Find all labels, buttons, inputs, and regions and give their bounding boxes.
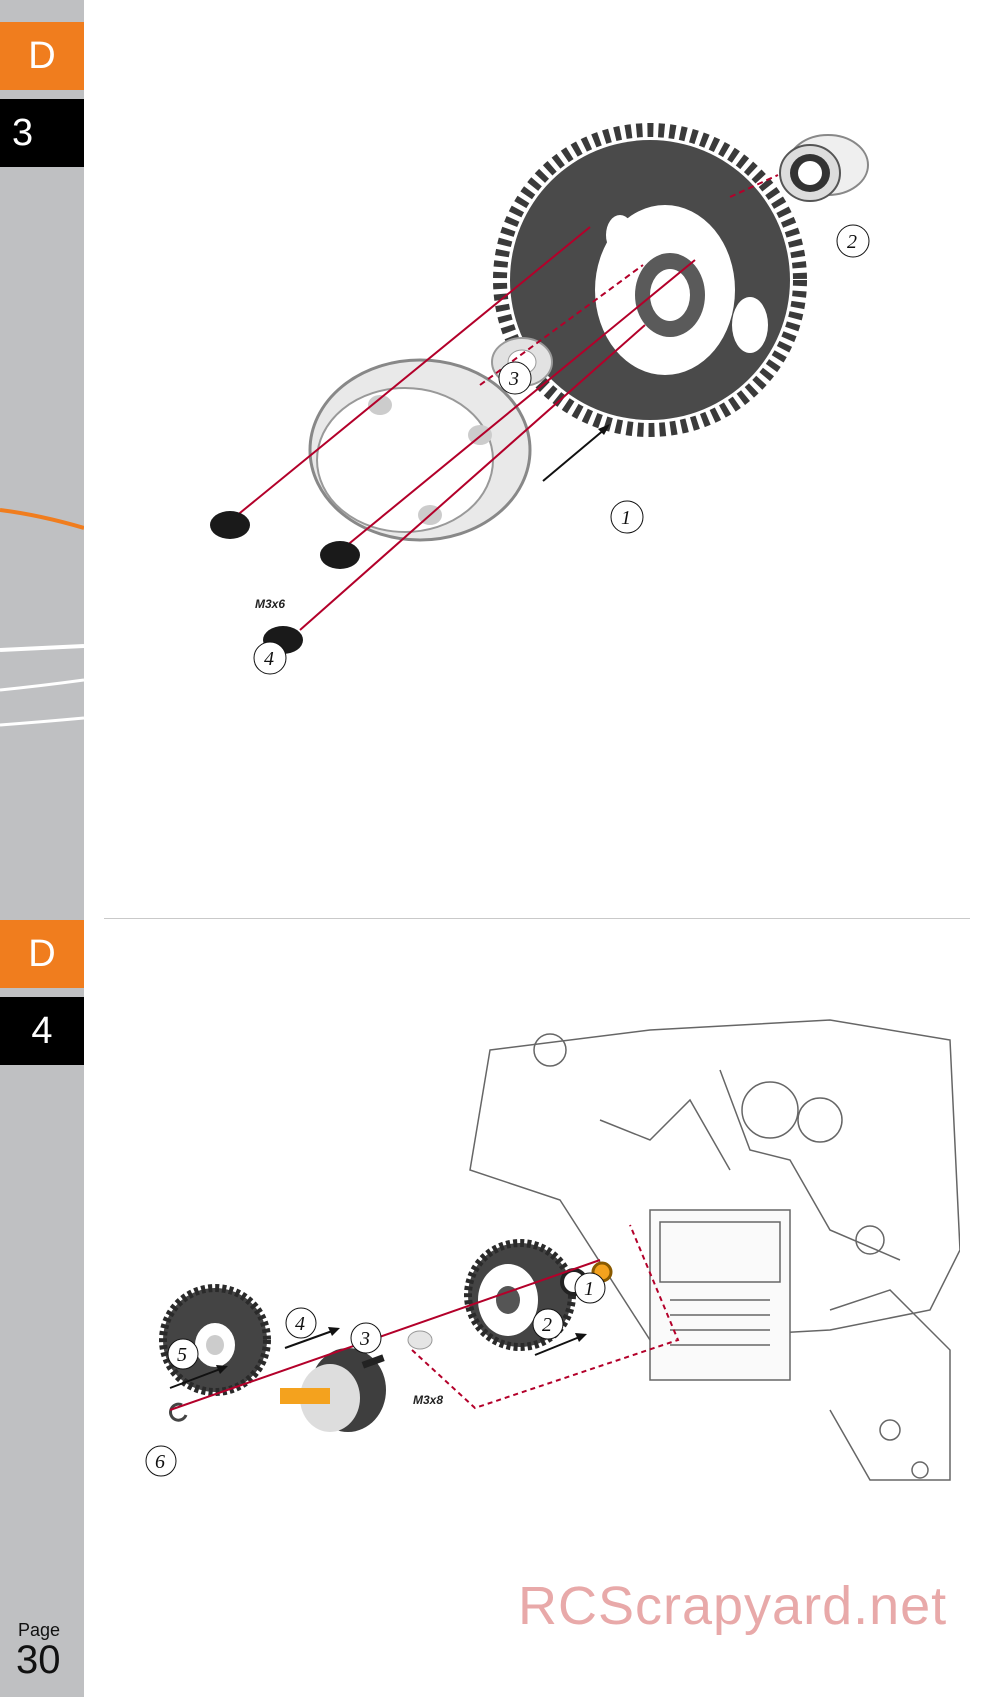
callout-1: 1 <box>574 1272 606 1304</box>
callout-1: 1 <box>610 500 644 534</box>
sidebar-decoration <box>0 508 84 727</box>
svg-text:2: 2 <box>542 1314 552 1336</box>
svg-text:4: 4 <box>264 648 274 670</box>
svg-text:4: 4 <box>295 1313 305 1335</box>
assembly-guide-lines <box>169 1224 680 1411</box>
callout-2: 2 <box>836 224 870 258</box>
step-number: 3 <box>12 111 34 154</box>
arrow-heads <box>216 1327 587 1374</box>
callout-4: 4 <box>253 641 287 675</box>
page-number: 30 <box>16 1638 61 1682</box>
direction-arrow <box>542 428 606 482</box>
pin-size-label: M3x8 <box>413 1393 443 1407</box>
chassis-illustration <box>469 1019 960 1481</box>
step-section-tab: D <box>0 920 84 988</box>
bearing-illustration <box>779 134 869 202</box>
step-d3-diagram: 1 2 3 4 M3x6 <box>210 123 870 675</box>
clutch-housing-illustration <box>308 358 532 542</box>
direction-arrows <box>169 1329 583 1389</box>
svg-text:1: 1 <box>621 507 631 529</box>
svg-text:2: 2 <box>847 231 857 253</box>
spur-gear-illustration <box>493 123 807 437</box>
clutch-bell-illustration <box>280 1348 386 1432</box>
step-number-tab: 4 <box>0 997 84 1065</box>
e-clip-illustration <box>169 1402 188 1422</box>
svg-text:1: 1 <box>584 1278 594 1300</box>
callout-2: 2 <box>532 1308 564 1340</box>
svg-text:6: 6 <box>155 1451 165 1473</box>
screw-size-label: M3x6 <box>255 597 285 611</box>
callout-6: 6 <box>145 1445 177 1477</box>
washer-illustration <box>407 1330 433 1350</box>
step-number: 4 <box>31 1009 53 1052</box>
svg-text:3: 3 <box>359 1328 370 1350</box>
callout-3: 3 <box>350 1322 382 1354</box>
svg-text:5: 5 <box>177 1344 187 1366</box>
page-label: Page <box>18 1620 61 1640</box>
arrow-head <box>598 424 610 435</box>
callout-4: 4 <box>285 1307 317 1339</box>
step-section-tab: D <box>0 22 84 90</box>
sidebar: D 3 D 4 Page 30 <box>0 0 84 1697</box>
callout-5: 5 <box>167 1338 199 1370</box>
screw-illustrations <box>210 511 360 654</box>
svg-text:3: 3 <box>508 368 519 390</box>
section-divider <box>104 918 970 919</box>
watermark: RCScrapyard.net <box>518 1576 948 1636</box>
callout-3: 3 <box>498 361 532 395</box>
step-d4-diagram: 1 2 3 4 5 6 M3x8 <box>145 1019 960 1481</box>
pin-illustration <box>361 1354 385 1369</box>
step-number-tab: 3 <box>0 99 84 167</box>
